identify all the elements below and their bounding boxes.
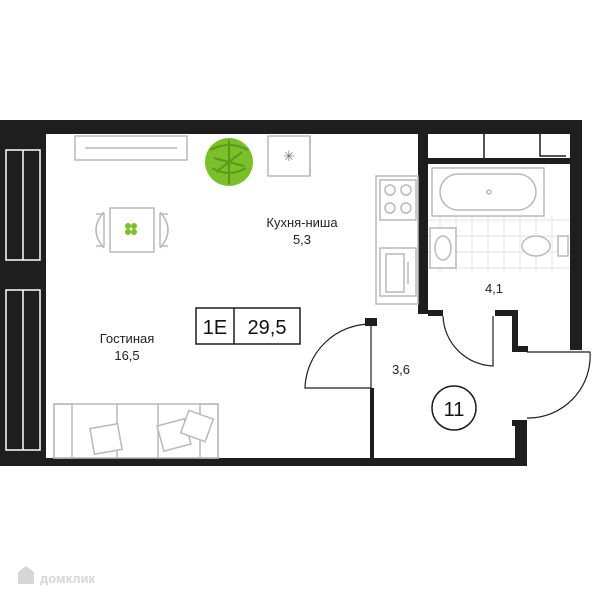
plant-icon bbox=[205, 138, 253, 186]
kitchen-name: Кухня-ниша bbox=[266, 215, 338, 230]
total-area: 29,5 bbox=[248, 317, 287, 339]
kitchen-counter bbox=[375, 175, 419, 305]
bathtub bbox=[431, 167, 545, 217]
window-divider bbox=[0, 262, 46, 288]
domclick-logo-icon bbox=[18, 566, 34, 584]
table-flower-icon bbox=[125, 223, 137, 235]
living-name: Гостиная bbox=[100, 331, 155, 346]
watermark: домклик bbox=[18, 566, 96, 586]
apartment-summary-box: 1E 29,5 bbox=[195, 307, 301, 345]
kitchen-area: 5,3 bbox=[293, 232, 311, 247]
hallway-area: 3,6 bbox=[392, 362, 410, 377]
wardrobe bbox=[74, 135, 188, 161]
apartment-number: 11 bbox=[444, 399, 465, 421]
snowflake-icon: ✳ bbox=[283, 149, 295, 165]
fridge bbox=[267, 135, 311, 177]
bathroom-area: 4,1 bbox=[485, 281, 503, 296]
sofa bbox=[53, 403, 219, 459]
vent-detail bbox=[483, 134, 566, 158]
living-area: 16,5 bbox=[114, 348, 139, 363]
doors bbox=[304, 315, 591, 419]
window-left bbox=[5, 149, 41, 451]
apartment-number-badge: 11 bbox=[431, 385, 477, 431]
bathroom-sink bbox=[429, 227, 457, 269]
svg-text:домклик: домклик bbox=[40, 571, 96, 586]
toilet-icon bbox=[521, 235, 569, 257]
apartment-type: 1E bbox=[203, 317, 227, 339]
